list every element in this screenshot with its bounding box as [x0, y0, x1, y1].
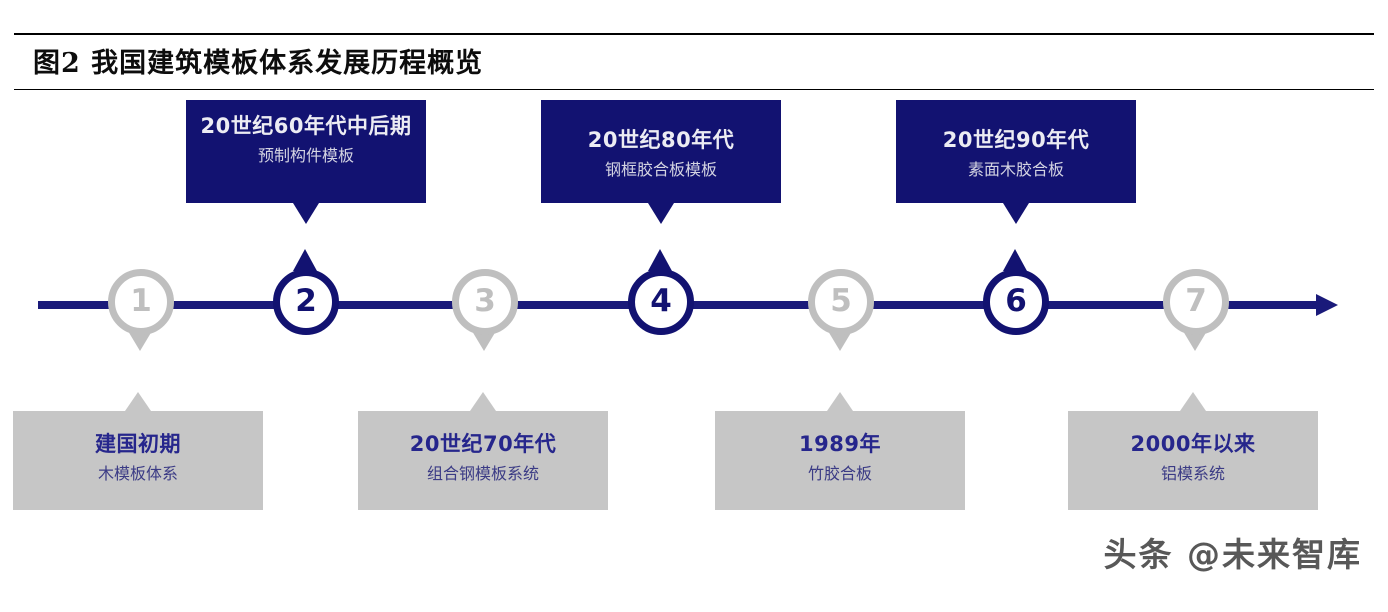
timeline-card-4-tail: [648, 203, 674, 224]
timeline-marker-6-number: 6: [1005, 282, 1027, 319]
timeline-card-1-tail: [125, 392, 151, 411]
timeline-marker-7-pointer-icon: [1183, 331, 1207, 351]
timeline-card-4[interactable]: 20世纪80年代 钢框胶合板模板: [541, 100, 781, 224]
timeline-card-6[interactable]: 20世纪90年代 素面木胶合板: [896, 100, 1136, 224]
timeline-card-1-subtitle: 木模板体系: [97, 464, 178, 484]
timeline-card-2-title: 20世纪60年代中后期: [200, 114, 412, 138]
timeline-marker-1-pointer-icon: [128, 331, 152, 351]
timeline-marker-4-pointer-icon: [648, 249, 672, 271]
timeline-card-2-subtitle: 预制构件模板: [257, 146, 354, 166]
timeline-card-5[interactable]: 1989年 竹胶合板: [715, 392, 965, 510]
timeline-marker-7-number: 7: [1185, 282, 1207, 319]
timeline-card-6-title: 20世纪90年代: [942, 128, 1090, 152]
timeline-marker-2-pointer-icon: [293, 249, 317, 271]
timeline-marker-3-pointer-icon: [472, 331, 496, 351]
timeline-marker-6[interactable]: 6: [979, 249, 1051, 355]
timeline-card-1[interactable]: 建国初期 木模板体系: [13, 392, 263, 510]
timeline-marker-2-number: 2: [295, 282, 317, 319]
timeline-marker-6-pointer-icon: [1003, 249, 1027, 271]
timeline-marker-4[interactable]: 4: [624, 249, 696, 355]
timeline-card-3-title: 20世纪70年代: [409, 432, 557, 456]
timeline-card-2-tail: [293, 203, 319, 224]
title-bottom-rule: [14, 89, 1374, 90]
timeline-marker-1[interactable]: 1: [104, 255, 176, 355]
timeline-card-6-tail: [1003, 203, 1029, 224]
timeline-card-1-title: 建国初期: [95, 432, 181, 456]
timeline-card-6-subtitle: 素面木胶合板: [967, 160, 1064, 180]
timeline-card-3-subtitle: 组合钢模板系统: [426, 464, 539, 484]
watermark: 头条 @未来智库: [1103, 535, 1362, 574]
timeline-marker-4-number: 4: [650, 282, 672, 319]
timeline-card-7-tail: [1180, 392, 1206, 411]
timeline-marker-1-ring: 1: [108, 269, 174, 335]
timeline-card-4-subtitle: 钢框胶合板模板: [604, 160, 717, 180]
timeline-marker-3-number: 3: [474, 282, 496, 319]
timeline-marker-5[interactable]: 5: [804, 255, 876, 355]
figure-title: 图2 我国建筑模板体系发展历程概览: [33, 48, 484, 79]
timeline-card-3-tail: [470, 392, 496, 411]
timeline-card-7-title: 2000年以来: [1130, 432, 1256, 456]
timeline-card-2[interactable]: 20世纪60年代中后期 预制构件模板: [186, 100, 426, 224]
timeline-marker-1-number: 1: [130, 282, 152, 319]
timeline-marker-3-ring: 3: [452, 269, 518, 335]
timeline-marker-5-pointer-icon: [828, 331, 852, 351]
timeline-card-4-title: 20世纪80年代: [587, 128, 735, 152]
timeline-card-3[interactable]: 20世纪70年代 组合钢模板系统: [358, 392, 608, 510]
timeline-marker-2[interactable]: 2: [269, 249, 341, 355]
timeline-card-7[interactable]: 2000年以来 铝模系统: [1068, 392, 1318, 510]
timeline-marker-7[interactable]: 7: [1159, 255, 1231, 355]
timeline-marker-7-ring: 7: [1163, 269, 1229, 335]
timeline-marker-5-number: 5: [830, 282, 852, 319]
timeline-marker-4-ring: 4: [628, 269, 694, 335]
timeline-marker-2-ring: 2: [273, 269, 339, 335]
timeline-card-5-subtitle: 竹胶合板: [807, 464, 872, 484]
timeline-card-5-tail: [827, 392, 853, 411]
timeline-marker-5-ring: 5: [808, 269, 874, 335]
timeline-card-5-title: 1989年: [799, 432, 881, 456]
timeline-marker-3[interactable]: 3: [448, 255, 520, 355]
timeline-card-7-subtitle: 铝模系统: [1160, 464, 1225, 484]
title-top-rule: [14, 33, 1374, 35]
timeline-axis-arrow-icon: [1316, 294, 1338, 316]
timeline-marker-6-ring: 6: [983, 269, 1049, 335]
